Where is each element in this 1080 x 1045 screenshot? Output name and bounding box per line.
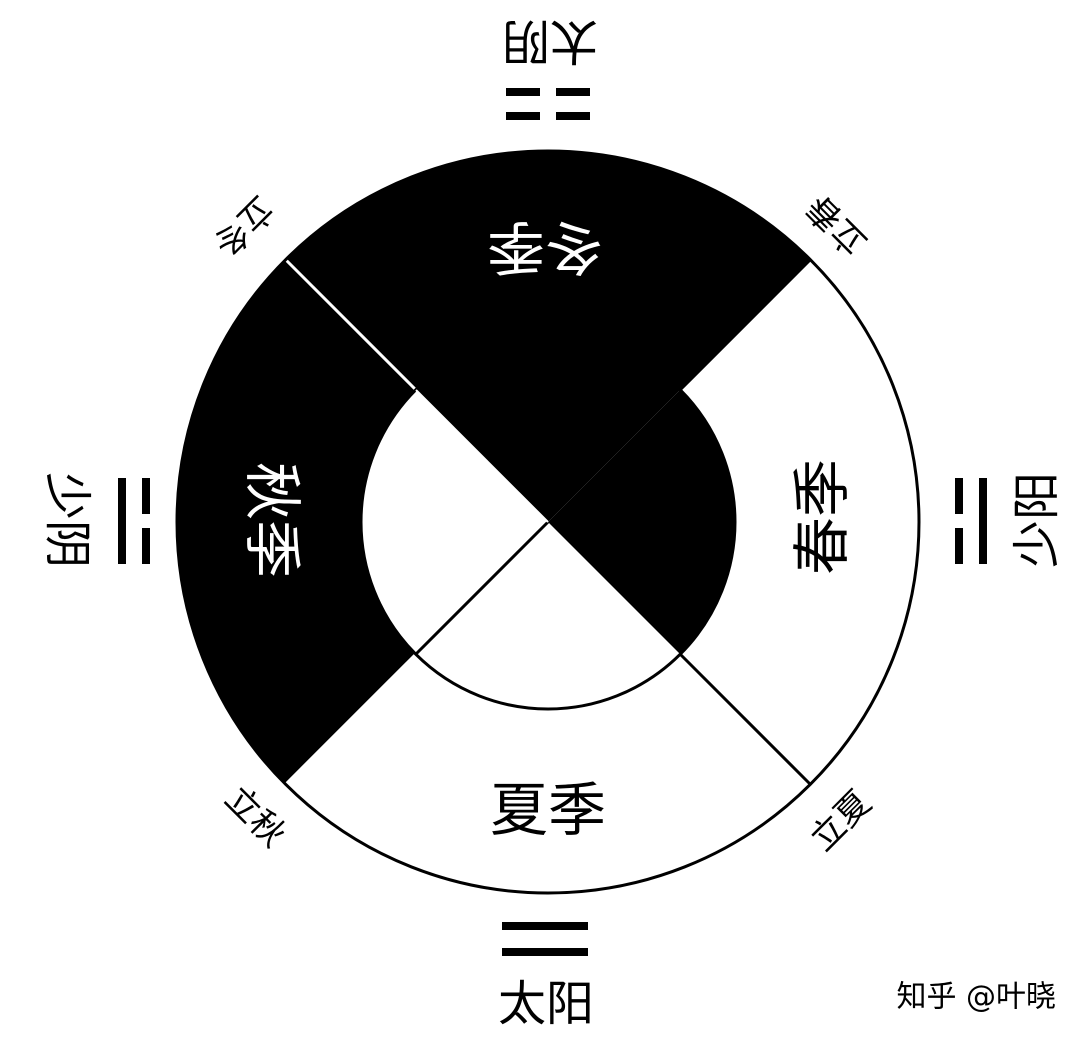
season-label-spring: 春季 <box>788 459 856 575</box>
solar-term-lichun: 立春 <box>799 187 875 263</box>
trigram-shaoyang-icon <box>955 478 987 564</box>
outer-circle-border <box>175 149 921 895</box>
season-label-autumn: 秋季 <box>238 462 306 578</box>
season-label-summer: 夏季 <box>490 776 606 844</box>
inner-circle-border <box>359 333 737 711</box>
solar-term-lidong: 立冬 <box>205 188 281 264</box>
ring-dividers <box>284 258 812 786</box>
inner-divider <box>415 389 549 523</box>
watermark: 知乎 @叶晓 <box>896 980 1056 1015</box>
trigram-shaoyin-icon <box>118 478 150 564</box>
inner-divider <box>414 520 550 656</box>
direction-label-left: 少阴 <box>39 472 95 568</box>
inner-top-quadrant <box>361 335 735 522</box>
direction-label-bottom: 太阳 <box>498 976 594 1032</box>
solar-term-lixia: 立夏 <box>803 783 879 859</box>
direction-label-top: 太阴 <box>502 13 598 69</box>
inner-right-quadrant <box>548 335 735 709</box>
season-label-winter: 冬季 <box>487 213 603 281</box>
autumn-quadrant <box>177 151 548 893</box>
winter-quadrant <box>177 151 919 522</box>
solar-term-liqiu: 立秋 <box>217 779 293 855</box>
spring-quadrant <box>548 151 919 893</box>
summer-quadrant <box>177 522 919 893</box>
trigram-taiyin-icon <box>506 88 590 120</box>
trigram-taiyang-icon <box>502 922 588 956</box>
direction-label-right: 少阳 <box>1009 472 1065 568</box>
